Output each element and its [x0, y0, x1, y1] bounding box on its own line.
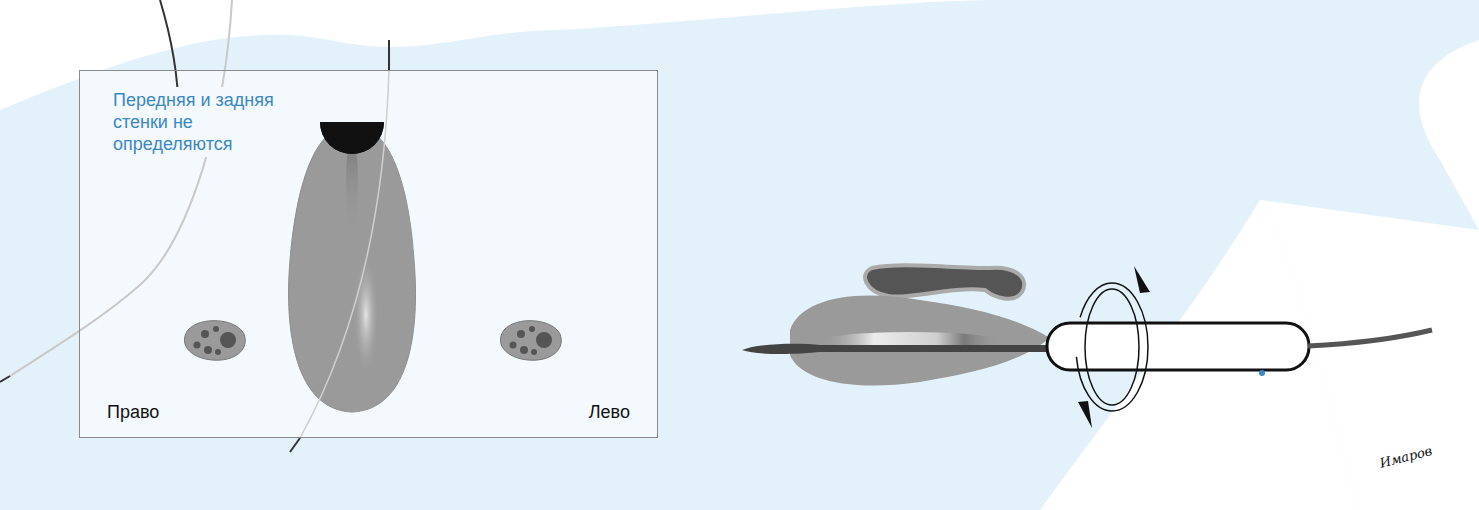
ovary [500, 321, 561, 361]
ovary [184, 321, 245, 361]
side-label: Лево [589, 402, 630, 423]
note-text: Передняя и задняя стенки не определяются [110, 87, 306, 157]
side-row: Право Лево [107, 402, 630, 423]
ultrasound-screen: Передняя и задняя стенки не определяются… [79, 70, 658, 438]
side-label: Право [107, 402, 159, 423]
